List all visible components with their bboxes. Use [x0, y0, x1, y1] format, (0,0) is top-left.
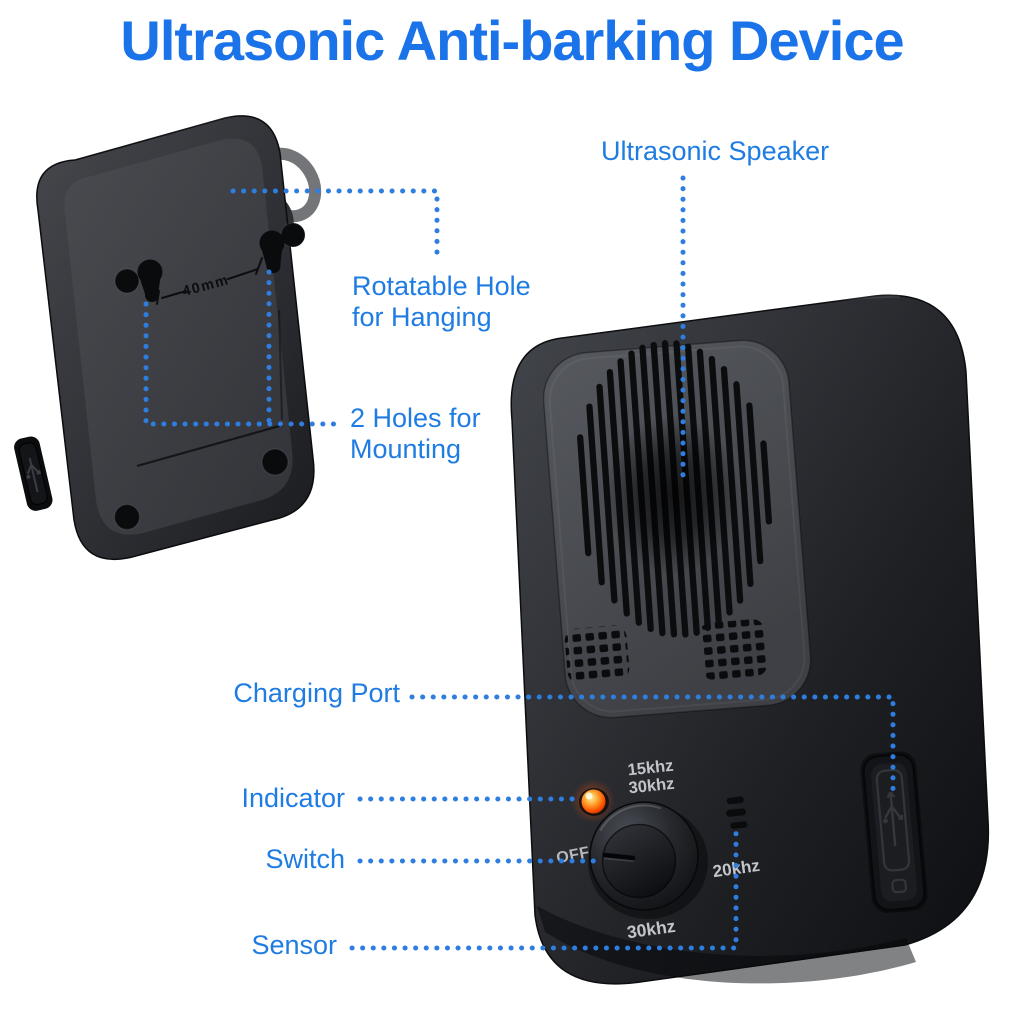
label-mounting-holes-line2: Mounting: [350, 434, 462, 464]
keyhole-left: [137, 259, 163, 302]
back-device-face: [64, 138, 293, 535]
sensor-holes: [726, 796, 748, 829]
label-indicator: Indicator: [241, 783, 345, 813]
page-title: Ultrasonic Anti-barking Device: [120, 9, 904, 72]
label-switch: Switch: [265, 844, 345, 874]
knob-label-15khz: 15khz: [627, 757, 674, 780]
label-mounting-holes: 2 Holes for Mounting: [350, 403, 481, 465]
label-rotatable-hole-line2: for Hanging: [352, 302, 492, 332]
label-sensor: Sensor: [251, 930, 337, 960]
label-ultrasonic-speaker: Ultrasonic Speaker: [601, 136, 830, 166]
mic-grid-right: [698, 619, 768, 680]
side-usb-port: [14, 436, 53, 511]
knob-pointer: [602, 852, 636, 861]
front-device-bottom-shade: [537, 906, 916, 984]
speaker-cone-shadow: [604, 415, 740, 575]
knob-label-30khz-top: 30khz: [628, 775, 675, 798]
label-rotatable-hole-line1: Rotatable Hole: [352, 271, 531, 301]
hole-distance-dimension: [156, 257, 263, 305]
indicator-led: [571, 779, 615, 823]
case-seam: [136, 423, 284, 468]
back-device: 40mm: [14, 112, 322, 561]
leader-sensor: [349, 825, 739, 951]
label-charging-port: Charging Port: [233, 678, 400, 708]
mic-grid-left: [564, 625, 630, 684]
leader-mounting-holes: [143, 269, 345, 427]
screw-holes: [113, 222, 306, 531]
rotary-knob: [588, 801, 708, 919]
leader-rotatable-hole: [230, 188, 440, 261]
label-rotatable-hole: Rotatable Hole for Hanging: [352, 271, 531, 333]
front-device: 15khz 30khz OFF 20khz 30khz: [510, 294, 990, 985]
label-mounting-holes-line1: 2 Holes for: [350, 403, 481, 433]
leader-charging-port: [409, 694, 896, 801]
charging-port-flap: [860, 751, 928, 913]
callout-lines: [143, 175, 896, 951]
keyhole-right: [259, 230, 285, 273]
usb-icon: [884, 791, 902, 847]
